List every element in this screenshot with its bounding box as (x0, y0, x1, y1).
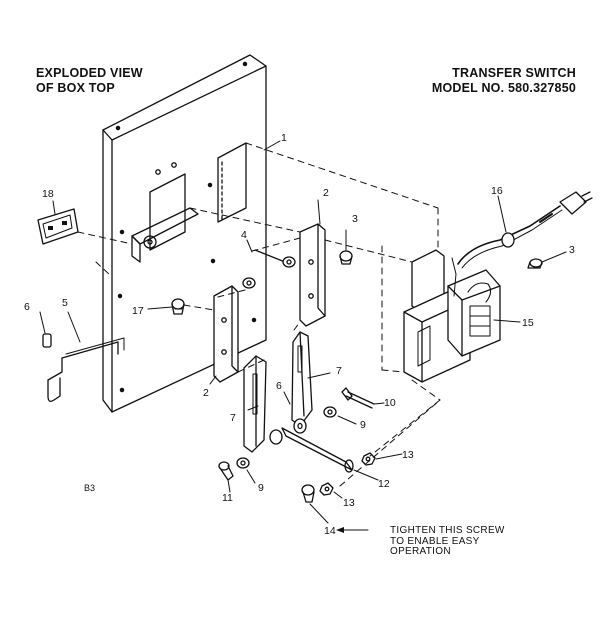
callout-9-right: 9 (360, 419, 366, 431)
callout-3-right: 3 (569, 244, 575, 256)
part-9-washer-left (236, 457, 250, 469)
part-5-bent-rod (47, 337, 125, 402)
callout-numbers: 1 2 2 3 3 4 5 6 6 7 7 9 9 10 11 12 13 13… (24, 132, 575, 537)
part-2-bracket-lower (213, 285, 239, 383)
note-line-3: OPERATION (390, 546, 451, 557)
callout-12: 12 (378, 478, 390, 490)
callout-15: 15 (522, 317, 534, 329)
part-9-washer-right (323, 406, 337, 418)
callout-11: 11 (222, 492, 233, 504)
part-16-cable-plug (457, 191, 593, 269)
callout-14: 14 (324, 525, 336, 537)
part-3-screw-right (527, 258, 543, 269)
title-line-2: OF BOX TOP (36, 81, 115, 95)
part-17-screw (171, 298, 185, 315)
part-8-spacer (269, 418, 307, 445)
callout-2-upper: 2 (323, 187, 329, 199)
part-14-screw (301, 484, 315, 503)
note-line-1: TIGHTEN THIS SCREW (390, 525, 505, 536)
part-6-clip (42, 333, 52, 348)
alignment-lines (77, 142, 441, 487)
part-2-bracket-upper (299, 223, 326, 327)
callout-3-left: 3 (352, 213, 358, 225)
part-12-rod (281, 427, 354, 473)
callout-16: 16 (491, 185, 503, 197)
callout-13-upper: 13 (402, 449, 414, 461)
part-4-spring (242, 249, 296, 289)
figure-code: B3 (84, 483, 95, 493)
callout-5: 5 (62, 297, 68, 309)
part-11-screw (218, 461, 234, 481)
part-7-lever-left (243, 355, 267, 453)
callout-2-lower: 2 (203, 387, 209, 399)
callout-4: 4 (241, 229, 247, 241)
model-line-1: TRANSFER SWITCH (452, 66, 576, 80)
leader-lines (39, 140, 567, 524)
part-10-bolt (341, 387, 375, 409)
part-18-plate (37, 208, 79, 245)
part-13-nut-lower (319, 482, 334, 496)
callout-8-spacer: 6 (276, 380, 282, 392)
note-line-2: TO ENABLE EASY (390, 535, 480, 547)
callout-7-left: 7 (230, 412, 236, 424)
callout-1: 1 (281, 132, 287, 144)
diagram-title: EXPLODED VIEW OF BOX TOP (36, 66, 143, 96)
part-13-nut-upper (361, 452, 376, 466)
callout-17: 17 (132, 305, 144, 317)
callout-6-clip: 6 (24, 301, 30, 313)
callout-10: 10 (384, 397, 396, 409)
title-line-1: EXPLODED VIEW (36, 66, 143, 80)
callout-18: 18 (42, 188, 54, 200)
note-arrow (336, 527, 369, 533)
callout-13-lower: 13 (343, 497, 355, 509)
model-line-2: MODEL NO. 580.327850 (431, 81, 576, 95)
callout-7-right: 7 (336, 365, 342, 377)
model-heading: TRANSFER SWITCH MODEL NO. 580.327850 (408, 66, 576, 96)
callout-9-left: 9 (258, 482, 264, 494)
part-7-lever-right (291, 331, 313, 427)
part-3-screw-left (339, 250, 353, 265)
tighten-note: TIGHTEN THIS SCREW TO ENABLE EASY OPERAT… (390, 525, 505, 558)
part-15-switch-assembly (403, 249, 501, 383)
